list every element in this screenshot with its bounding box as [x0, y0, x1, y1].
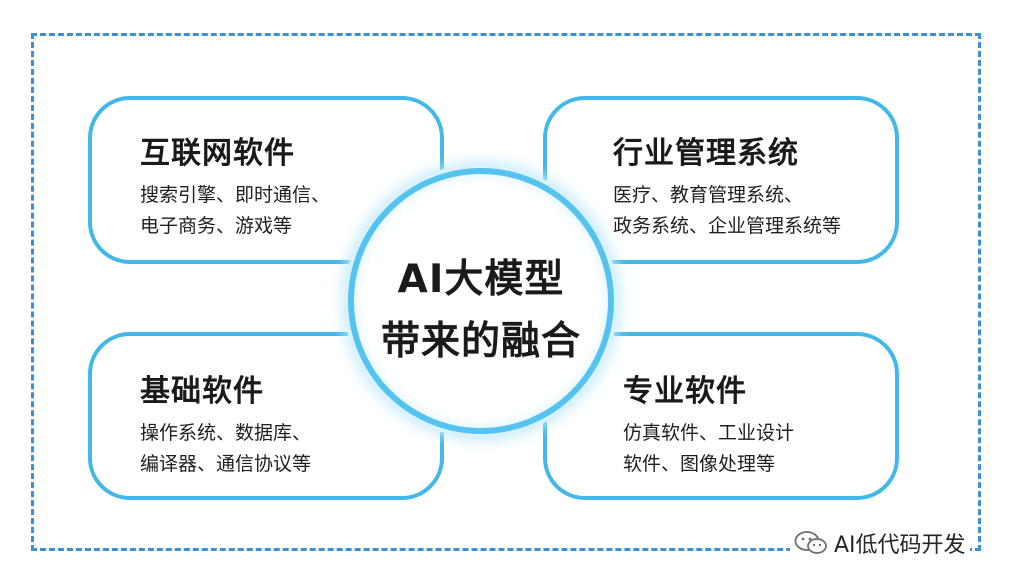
card-desc-line: 操作系统、数据库、: [140, 422, 312, 444]
card-title: 基础软件: [140, 374, 264, 409]
card-professional-software: 专业软件 仿真软件、工业设计 软件、图像处理等: [543, 332, 899, 500]
card-desc-line: 电子商务、游戏等: [140, 215, 293, 237]
card-desc-line: 仿真软件、工业设计: [623, 422, 795, 444]
card-description: 仿真软件、工业设计 软件、图像处理等: [623, 418, 794, 480]
wechat-icon: [794, 531, 827, 554]
card-title: 专业软件: [623, 374, 747, 409]
card-industry-management: 行业管理系统 医疗、教育管理系统、 政务系统、企业管理系统等: [543, 96, 899, 264]
card-description: 医疗、教育管理系统、 政务系统、企业管理系统等: [613, 180, 841, 242]
card-desc-line: 编译器、通信协议等: [140, 453, 312, 475]
card-desc-line: 医疗、教育管理系统、: [613, 184, 804, 206]
center-circle: AI大模型 带来的融合: [348, 168, 614, 434]
card-desc-line: 搜索引擎、即时通信、: [140, 184, 331, 206]
card-title: 互联网软件: [140, 136, 295, 171]
center-title-line1: AI大模型: [397, 257, 565, 302]
card-description: 操作系统、数据库、 编译器、通信协议等: [140, 418, 311, 480]
card-description: 搜索引擎、即时通信、 电子商务、游戏等: [140, 180, 330, 242]
watermark-text: AI低代码开发: [834, 533, 966, 558]
card-desc-line: 软件、图像处理等: [623, 453, 776, 475]
card-desc-line: 政务系统、企业管理系统等: [613, 215, 842, 237]
center-title-line2: 带来的融合: [380, 319, 581, 364]
watermark: AI低代码开发: [790, 528, 970, 558]
card-title: 行业管理系统: [613, 136, 799, 171]
dashed-frame: [31, 33, 981, 551]
